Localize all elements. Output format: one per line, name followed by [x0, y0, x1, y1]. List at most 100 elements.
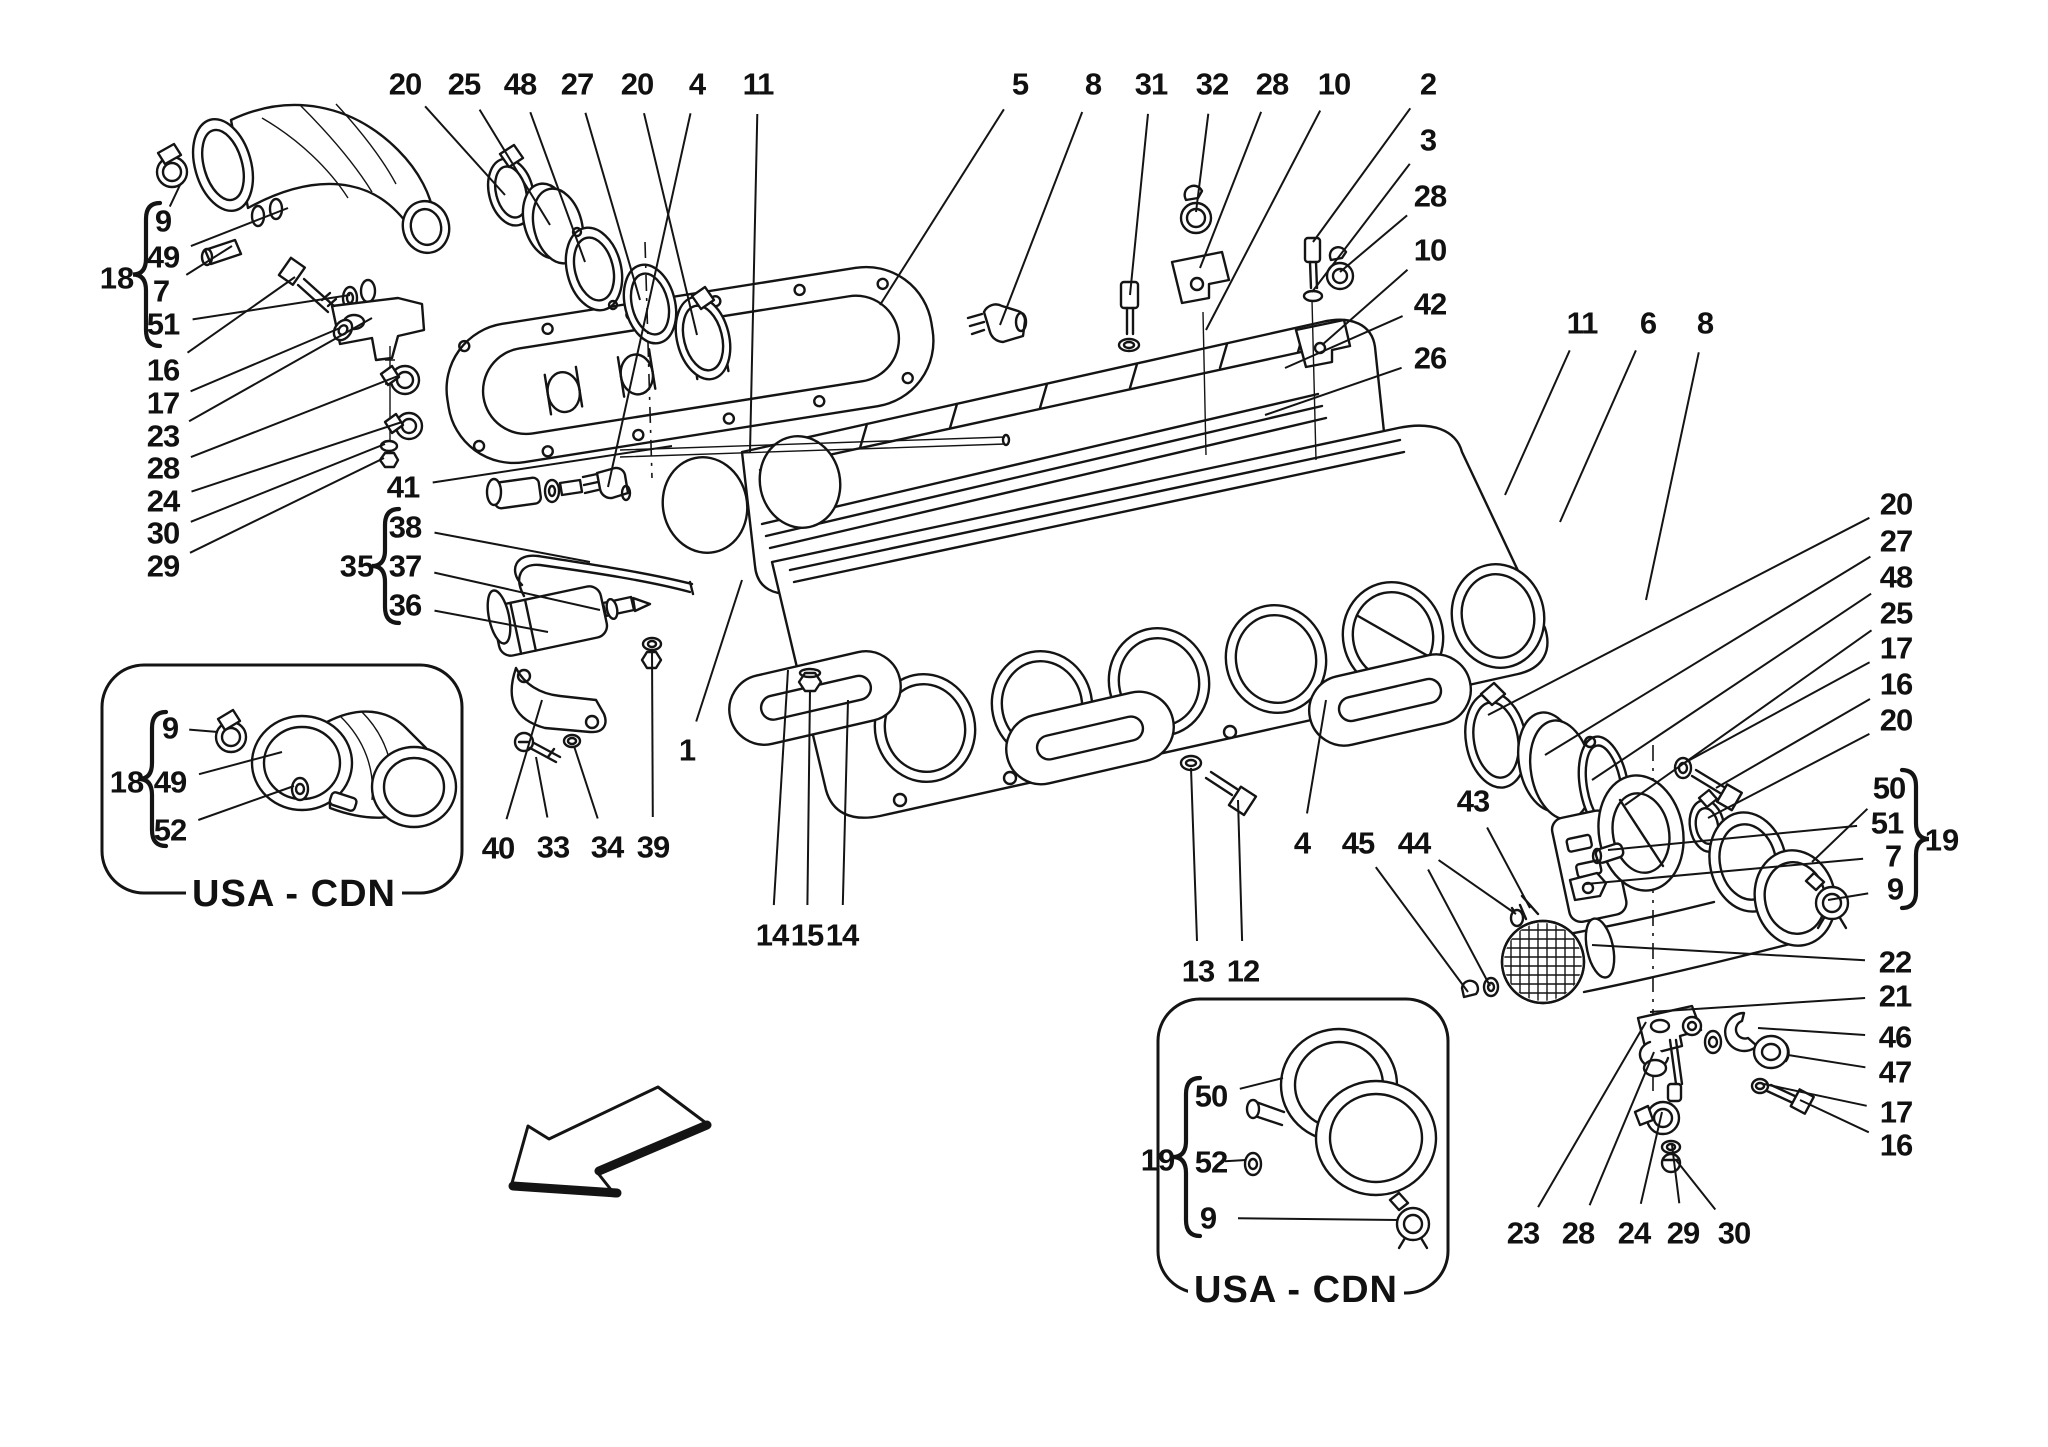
- callout-47-36: 47: [1879, 1055, 1911, 1090]
- path-shape: [156, 142, 183, 166]
- path-shape: [1804, 871, 1826, 892]
- circle-shape: [161, 161, 183, 183]
- clamp-stack: [277, 256, 426, 469]
- path-shape: [1668, 1038, 1684, 1086]
- circle-shape: [1814, 885, 1850, 921]
- leader-line-12: [1237, 799, 1244, 942]
- leader-line-50: [1239, 1077, 1284, 1090]
- ellipse-shape: [629, 272, 671, 336]
- ellipse-shape: [1754, 1081, 1766, 1091]
- callout-28-75: 28: [1562, 1216, 1595, 1251]
- callout-28-11: 28: [1256, 67, 1289, 102]
- callout-9-39: 9: [155, 204, 172, 239]
- leader-line-39: [651, 649, 654, 818]
- ellipse-shape: [1247, 1157, 1259, 1171]
- callout-20-22: 20: [1880, 487, 1912, 522]
- direction-arrow-shadow-1: [594, 1120, 712, 1176]
- ellipse-shape: [620, 484, 632, 502]
- ellipse-shape: [1703, 1029, 1723, 1055]
- callout-25-25: 25: [1880, 596, 1913, 631]
- callout-17-37: 17: [1880, 1095, 1912, 1130]
- ellipse-shape: [201, 128, 245, 202]
- ellipse-shape: [562, 733, 582, 749]
- callout-16-38: 16: [1880, 1128, 1913, 1163]
- ellipse-shape: [409, 207, 443, 247]
- ellipse-shape: [1591, 847, 1603, 865]
- circle-shape: [1002, 770, 1018, 786]
- leader-line-7: [1585, 857, 1864, 885]
- ellipse-shape: [1243, 1151, 1263, 1177]
- ellipse-shape: [1707, 1035, 1719, 1049]
- leader-line-23: [1537, 1021, 1647, 1208]
- callout-52-56: 52: [154, 813, 186, 848]
- callout-8-8: 8: [1085, 67, 1102, 102]
- ellipse-shape: [873, 672, 977, 784]
- callout-25-1: 25: [448, 67, 481, 102]
- path-shape: [383, 412, 405, 435]
- ellipse-shape: [546, 370, 581, 414]
- ellipse-shape: [566, 736, 578, 746]
- callout-31-9: 31: [1135, 67, 1168, 102]
- leader-line-9: [168, 184, 181, 208]
- callout-9-73: 9: [1200, 1201, 1217, 1236]
- leader-line-40: [505, 699, 543, 820]
- path-shape: [1397, 1236, 1429, 1250]
- path-shape: [982, 303, 1027, 344]
- leader-line-46: [1757, 1027, 1866, 1036]
- callout-2-13: 2: [1420, 67, 1436, 102]
- callout-39-60: 39: [637, 830, 670, 865]
- path-shape: [1510, 923, 1575, 1001]
- callout-24-76: 24: [1618, 1216, 1652, 1251]
- rect-shape: [277, 256, 307, 286]
- ellipse-shape: [1750, 1077, 1770, 1095]
- leader-line-6: [1559, 349, 1637, 523]
- leader-line-37: [434, 571, 601, 611]
- leader-line-11: [1504, 349, 1571, 496]
- ellipse-shape: [1649, 1018, 1671, 1034]
- circle-shape: [584, 714, 600, 730]
- path-shape: [1328, 246, 1348, 262]
- leader-line-24: [1639, 1111, 1663, 1205]
- ellipse-shape: [547, 484, 557, 498]
- group-label-18-2: 18: [110, 765, 144, 800]
- callout-43-70: 43: [1457, 784, 1490, 819]
- leader-line-36: [434, 609, 549, 633]
- leader-line-51: [192, 294, 351, 321]
- path-shape: [510, 666, 607, 734]
- callout-4-5: 4: [689, 67, 707, 102]
- callout-50-71: 50: [1195, 1079, 1227, 1114]
- path-shape: [690, 285, 716, 311]
- leader-line-17: [1685, 661, 1871, 763]
- path-shape: [1784, 1042, 1790, 1063]
- ellipse-shape: [1450, 563, 1546, 669]
- ellipse-shape: [1001, 433, 1011, 447]
- path-shape: [1697, 788, 1719, 809]
- rect-shape: [1666, 1082, 1683, 1103]
- circle-shape: [1652, 1107, 1674, 1129]
- rect-shape: [1565, 833, 1593, 853]
- callout-49-40: 49: [147, 240, 180, 275]
- group-label-35-1: 35: [340, 549, 374, 584]
- callout-37-52: 37: [389, 549, 421, 584]
- path-shape: [1202, 311, 1207, 456]
- throttle-body-assembly: [1464, 681, 1743, 924]
- ellipse-shape: [1184, 758, 1198, 768]
- callout-14-64: 14: [826, 918, 860, 953]
- callout-27-23: 27: [1880, 524, 1912, 559]
- circle-shape: [541, 445, 554, 458]
- callout-9-32: 9: [1887, 872, 1904, 907]
- callout-29-77: 29: [1667, 1216, 1700, 1251]
- ellipse-shape: [543, 478, 561, 504]
- ellipse-shape: [619, 353, 655, 396]
- callout-26-18: 26: [1414, 341, 1447, 376]
- leader-line-28: [1199, 111, 1263, 269]
- ellipse-shape: [1117, 337, 1141, 353]
- circle-shape: [1681, 1015, 1703, 1037]
- leader-line-20: [424, 105, 506, 196]
- callout-48-24: 48: [1880, 560, 1913, 595]
- leader-line-15: [806, 689, 811, 906]
- leader-line-52: [197, 785, 295, 821]
- callout-5-7: 5: [1012, 67, 1029, 102]
